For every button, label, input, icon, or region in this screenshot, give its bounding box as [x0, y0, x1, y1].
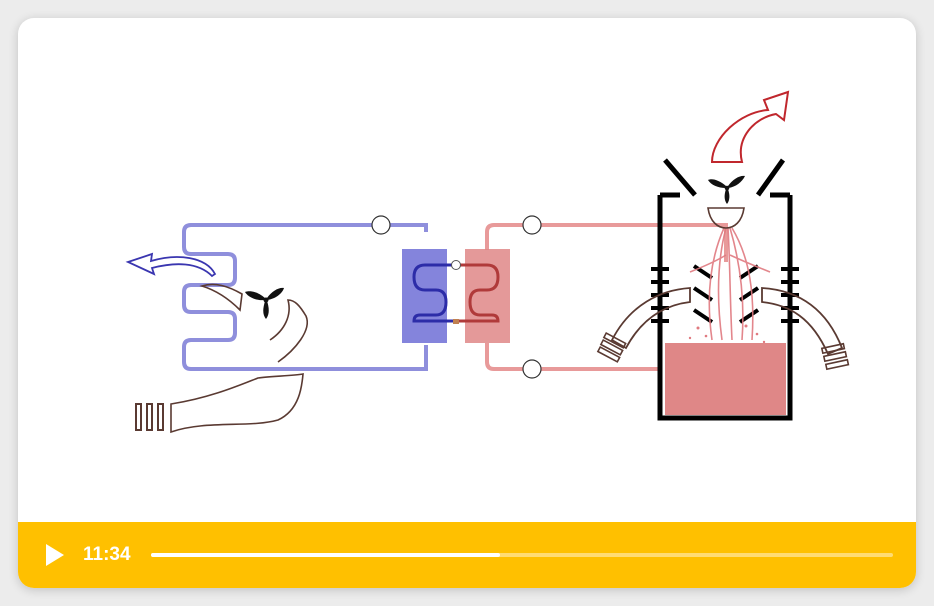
progress-bar[interactable]: [151, 553, 893, 557]
hot-water-tank: [665, 343, 786, 415]
hot-loop-valve-bottom: [522, 359, 542, 379]
cold-refrigerant-loop: [182, 223, 428, 371]
playback-controls: 11:34: [18, 522, 916, 588]
hot-loop-valve-top: [522, 215, 542, 235]
hot-exhaust-arrow-icon: [710, 90, 790, 163]
intake-air-flow: [170, 373, 304, 434]
current-time: 11:34: [83, 544, 131, 565]
left-hose-icon: [610, 287, 691, 350]
heat-pump-diagram: [125, 90, 850, 434]
intake-grille-icon: [135, 403, 164, 431]
progress-fill: [151, 553, 500, 557]
cold-loop-valve: [371, 215, 391, 235]
hot-air-plume: [689, 227, 771, 341]
tank-bubbles: [688, 324, 766, 344]
hot-refrigerant-loop: [485, 223, 728, 262]
cold-exhaust-arrow-icon: [125, 252, 217, 278]
play-button[interactable]: [42, 542, 68, 568]
right-fan-icon: [708, 175, 745, 204]
cold-heat-exchanger: [402, 249, 447, 343]
left-fan-icon: [245, 287, 284, 319]
hot-coil-icon: [458, 263, 500, 323]
video-player[interactable]: 11:34: [18, 18, 916, 588]
cold-coil-icon: [412, 263, 455, 323]
play-icon[interactable]: [42, 542, 68, 568]
